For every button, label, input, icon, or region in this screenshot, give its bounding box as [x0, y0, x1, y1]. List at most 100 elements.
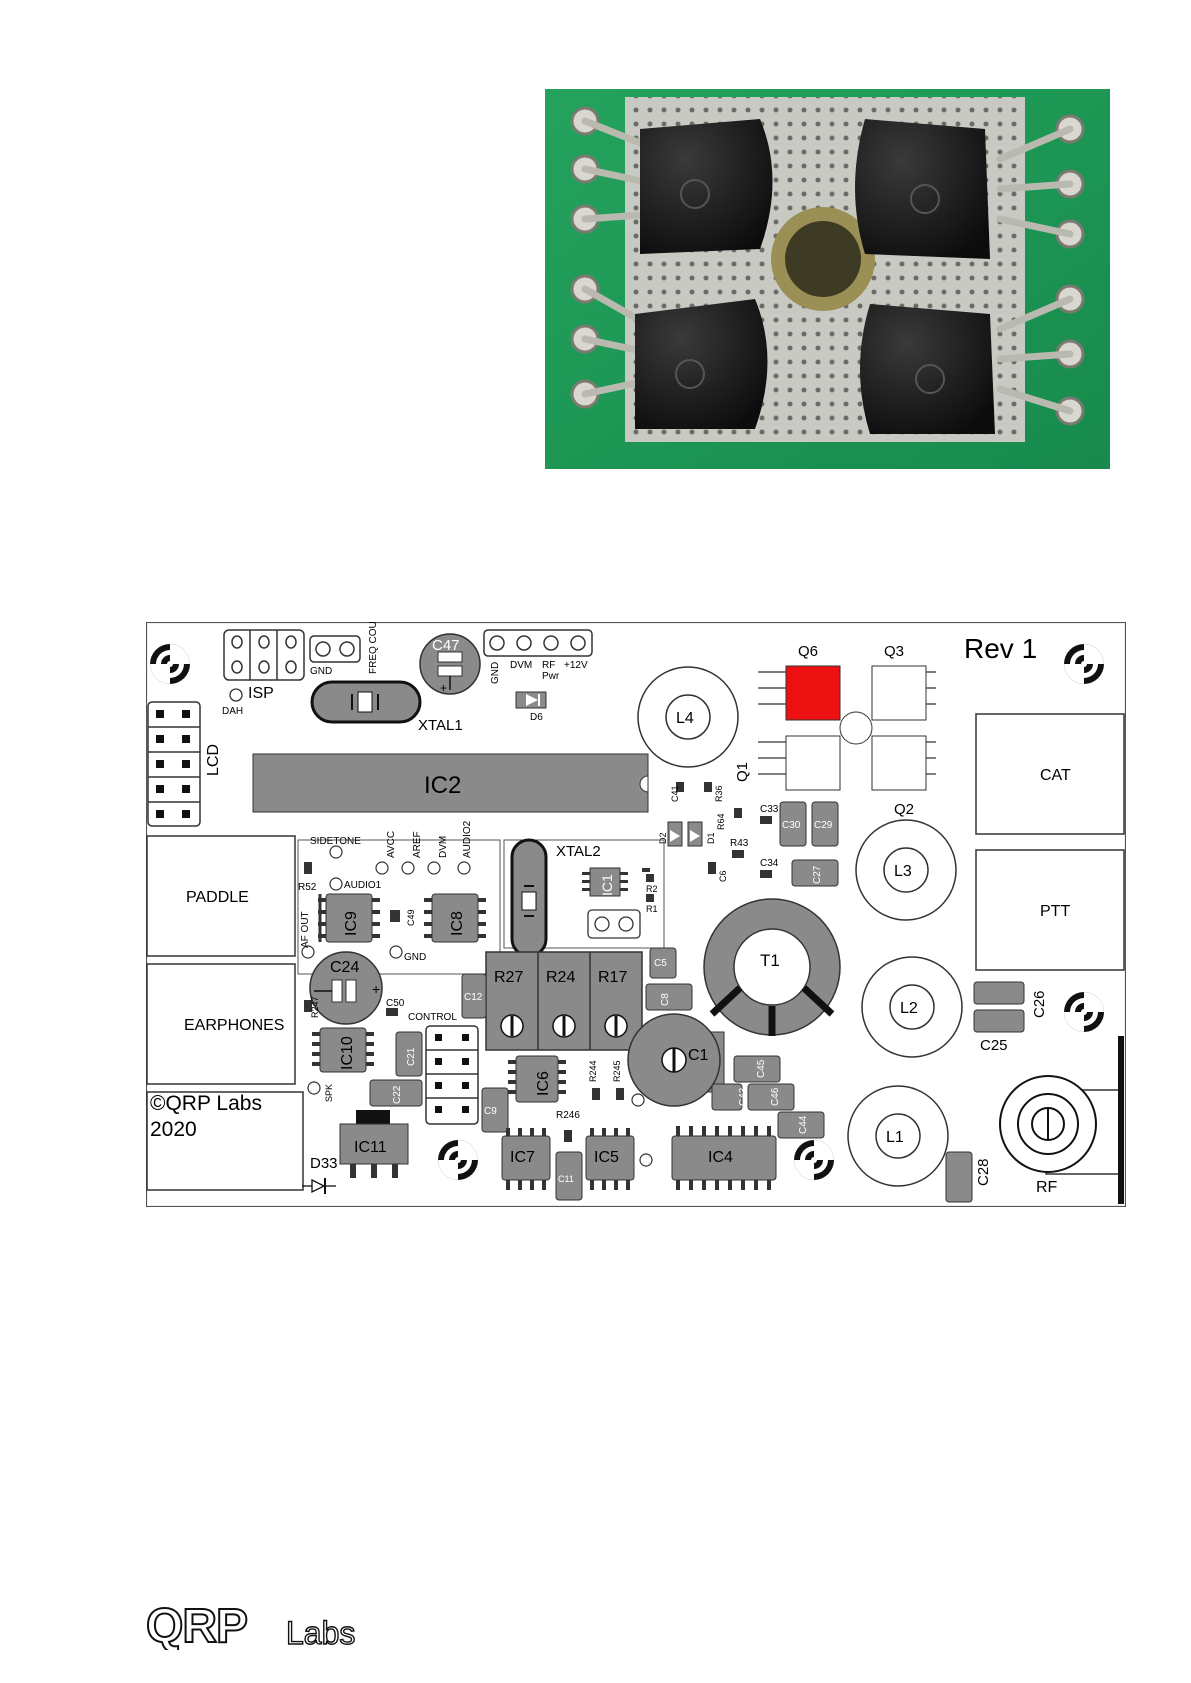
rf-connector-label: RF	[1036, 1179, 1058, 1196]
r64-label: R64	[716, 813, 726, 830]
copyright-line-2: 2020	[150, 1118, 197, 1141]
c46-label: C46	[770, 1087, 781, 1106]
c49-label: C49	[406, 909, 416, 926]
c5-label: C5	[654, 958, 667, 969]
cat-label: CAT	[1040, 767, 1071, 784]
c43-label: C43	[738, 1087, 749, 1106]
pcb-layout-diagram: ISP DAH GND FREQ COUNT C47 + GND DVM RF …	[146, 622, 1126, 1207]
paddle-label: PADDLE	[186, 889, 249, 906]
c28-label: C28	[975, 1158, 992, 1186]
c12-label: C12	[464, 992, 483, 1003]
c34-label: C34	[760, 858, 779, 869]
c26-label: C26	[1031, 990, 1048, 1018]
q1-transistor	[785, 735, 841, 791]
c21-label: C21	[406, 1047, 417, 1066]
c6-label: C6	[718, 870, 728, 882]
dvm2-label: DVM	[438, 836, 449, 858]
c8-label: C8	[660, 993, 671, 1006]
r245-label: R245	[612, 1060, 622, 1082]
r17-label: R17	[598, 969, 627, 986]
l1-label: L1	[886, 1129, 904, 1146]
xtal1-label: XTAL1	[418, 717, 463, 734]
avcc-label: AVCC	[386, 831, 397, 858]
q3-transistor	[871, 665, 927, 721]
gnd-label-2: GND	[490, 662, 501, 684]
c30-label: C30	[782, 820, 801, 831]
transistor-photo	[545, 89, 1110, 469]
d6-label: D6	[530, 712, 543, 723]
r52-label: R52	[298, 882, 317, 893]
copyright-line-1: ©QRP Labs	[150, 1092, 262, 1115]
rf-connector	[999, 1036, 1124, 1204]
r1-label: R1	[646, 904, 658, 914]
ic11-label: IC11	[354, 1139, 387, 1156]
dvm-label: DVM	[510, 660, 532, 671]
isp-label: ISP	[248, 685, 274, 702]
q6-transistor-highlighted	[785, 665, 841, 721]
r244-label: R244	[588, 1060, 598, 1082]
ic5-label: IC5	[594, 1149, 619, 1166]
ic10-label: IC10	[339, 1036, 356, 1070]
mounting-hole-icon	[1064, 992, 1104, 1032]
r2-label: R2	[646, 884, 658, 894]
mounting-hole-icon	[150, 644, 190, 684]
mounting-hole-icon	[794, 1140, 834, 1180]
l4-label: L4	[676, 710, 694, 727]
r247-label: R247	[310, 996, 320, 1018]
v12-label: +12V	[564, 660, 588, 671]
earphones-label: EARPHONES	[184, 1017, 284, 1034]
transistor-body-tl	[640, 119, 773, 254]
isp-header	[223, 629, 305, 681]
lcd-label: LCD	[205, 744, 222, 776]
sidetone-label: SIDETONE	[310, 836, 361, 847]
c1-label: C1	[688, 1047, 709, 1064]
audio2-label: AUDIO2	[462, 820, 473, 858]
ic9-label: IC9	[343, 911, 360, 936]
q1-label: Q1	[734, 762, 751, 782]
gnd-label-3: GND	[404, 952, 426, 963]
rf-label: RF	[542, 660, 555, 671]
c29-label: C29	[814, 820, 833, 831]
r246-label: R246	[556, 1110, 580, 1121]
c41-label: C41	[670, 785, 680, 802]
freq-count-label: FREQ COUNT	[368, 622, 379, 674]
ic1-label: IC1	[599, 874, 615, 896]
ptt-label: PTT	[1040, 903, 1070, 920]
aref-label: AREF	[412, 831, 423, 858]
logo-labs: Labs	[286, 1615, 355, 1650]
ic7-label: IC7	[510, 1149, 535, 1166]
r27-label: R27	[494, 969, 523, 986]
c50-label: C50	[386, 998, 405, 1009]
c9-label: C9	[484, 1106, 497, 1117]
gnd-label-1: GND	[310, 666, 332, 677]
revision-label: Rev 1	[964, 633, 1037, 664]
ic4-label: IC4	[708, 1149, 733, 1166]
q2-transistor	[871, 735, 927, 791]
transistor-body-br	[860, 304, 995, 434]
transistor-body-tr	[855, 119, 990, 259]
c22-label: C22	[392, 1085, 403, 1104]
t1-label: T1	[760, 951, 780, 970]
control-label: CONTROL	[408, 1012, 457, 1023]
xtal2-label: XTAL2	[556, 843, 601, 860]
ic2-label: IC2	[424, 772, 461, 799]
c11-label: C11	[558, 1174, 574, 1184]
mounting-hole-icon	[1064, 644, 1104, 684]
c47-plus: +	[440, 681, 447, 695]
c24-label: C24	[330, 959, 359, 976]
d2-label: D2	[658, 832, 668, 844]
c25-label: C25	[980, 1037, 1008, 1054]
qrp-labs-logo: QRP Labs	[146, 1600, 356, 1650]
l3-label: L3	[894, 863, 912, 880]
r24-label: R24	[546, 969, 575, 986]
q6-label: Q6	[798, 643, 818, 660]
r36-label: R36	[714, 785, 724, 802]
c33-label: C33	[760, 804, 779, 815]
transistor-body-bl	[635, 299, 768, 429]
dah-label: DAH	[222, 706, 243, 717]
mounting-hole-icon	[438, 1140, 478, 1180]
audio1-label: AUDIO1	[344, 880, 382, 891]
d33-label: D33	[310, 1155, 338, 1172]
af-out-label: AF OUT	[300, 911, 311, 948]
d1-label: D1	[706, 832, 716, 844]
